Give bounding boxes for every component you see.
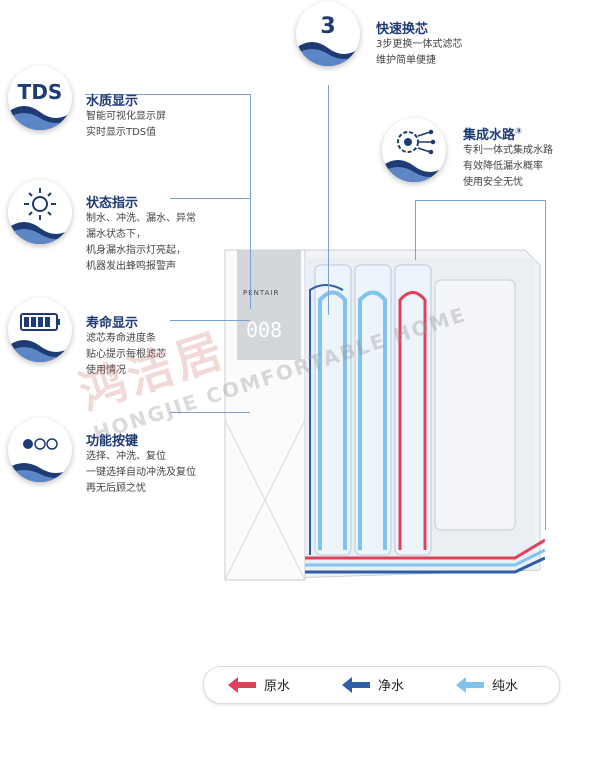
tds-desc: 智能可视化显示屏 实时显示TDS值	[86, 111, 166, 138]
arrow-left-icon	[456, 677, 484, 693]
status-badge	[8, 180, 72, 244]
buttons-badge	[8, 418, 72, 482]
battery-icon	[20, 313, 60, 331]
arrow-left-icon	[228, 677, 256, 693]
quick-badge-text: 3	[320, 14, 336, 39]
wave-icon	[382, 160, 446, 182]
waterway-title: 集成水路③	[463, 124, 522, 143]
buttons-desc: 选择、冲洗、复位 一键选择自动冲洗及复位 再无后顾之忧	[86, 451, 196, 494]
tds-title: 水质显示	[86, 94, 139, 109]
connector-buttons	[170, 412, 250, 413]
life-badge	[8, 298, 72, 362]
waterway-desc: 专利一体式集成水路 有效降低漏水概率 使用安全无忧	[463, 145, 553, 188]
connector-tds	[85, 94, 250, 95]
wave-icon	[8, 222, 72, 244]
life-desc: 滤芯寿命进度条 贴心提示每根滤芯 使用情况	[86, 333, 166, 376]
machine-display: 008	[246, 318, 283, 342]
tds-badge-text: TDS	[17, 80, 63, 104]
connector-waterway-v	[545, 200, 546, 530]
flow-legend: 原水 净水 纯水	[203, 666, 560, 704]
sun-icon	[24, 188, 56, 220]
wave-icon	[8, 463, 72, 482]
status-desc: 制水、冲洗、漏水、异常 漏水状态下， 机身漏水指示灯亮起， 机器发出蜂鸣报警声	[86, 213, 196, 272]
tds-badge: TDS	[8, 66, 72, 130]
wave-icon	[8, 340, 72, 362]
wave-icon	[296, 42, 360, 66]
connector-waterway-h	[415, 200, 545, 201]
legend-raw-label: 原水	[264, 679, 291, 694]
quick-desc: 3步更换一体式滤芯 维护简单便捷	[376, 39, 463, 66]
quick-title: 快速换芯	[376, 22, 429, 37]
legend-clean-label: 净水	[378, 679, 405, 694]
machine-brand: PENTAIR	[243, 289, 280, 297]
connector-status	[170, 198, 250, 199]
status-title: 状态指示	[86, 196, 139, 211]
life-title: 寿命显示	[86, 316, 139, 331]
waterway-badge	[382, 118, 446, 182]
connector-life	[170, 320, 250, 321]
quick-badge: 3	[296, 2, 360, 66]
connector-quick	[328, 85, 329, 315]
waterway-title-sup: ③	[515, 126, 522, 136]
three-dots-icon	[23, 438, 58, 450]
water-purifier-illustration	[224, 249, 545, 581]
arrow-left-icon	[342, 677, 370, 693]
connector-tds-down	[250, 94, 251, 309]
wave-icon	[8, 106, 72, 130]
circuit-gear-icon	[397, 129, 436, 155]
connector-waterway	[415, 200, 416, 260]
buttons-title: 功能按键	[86, 434, 139, 449]
waterway-title-text: 集成水路	[463, 128, 516, 143]
legend-pure-label: 纯水	[492, 679, 519, 694]
